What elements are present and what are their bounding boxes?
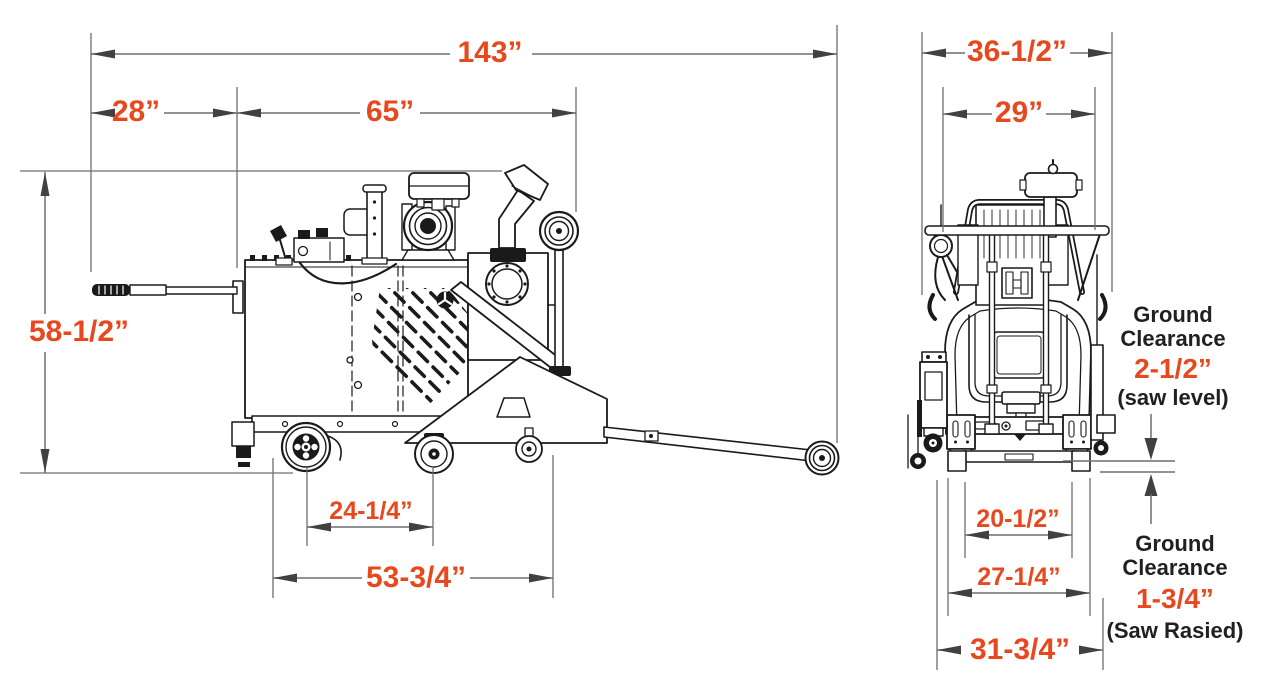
dim-handle-length-label: 28” [112,95,160,128]
dim-handle-width: 29” [943,96,1095,129]
extension-lines-side [20,25,838,598]
dim-base-width: 31-3/4” [937,633,1103,666]
dim-handle-length: 28” [91,95,237,128]
exhaust-pipe [490,164,549,262]
ground-clearance-saw-level-note-text: (saw level) [1117,385,1228,410]
air-cleaner [408,172,470,211]
ground-clearance-saw-raised-line1: Ground [1135,531,1214,556]
handlebar [92,280,244,314]
dim-overall-length-label: 143” [457,36,522,69]
ground-clearance-saw-level-line1: Ground [1133,302,1212,327]
arrow-down-icon [1144,414,1158,460]
dim-inner-track-width-label: 20-1/2” [976,505,1059,533]
ground-clearance-saw-level-note: Ground Clearance 2-1/2” (saw level) [1117,302,1228,410]
ground-clearance-saw-raised-note-text: (Saw Rasied) [1107,618,1244,643]
blade-guard [907,351,948,469]
ground-clearance-saw-level-line2: Clearance [1120,326,1225,351]
dim-handle-width-label: 29” [995,96,1043,129]
ground-clearance-saw-raised-value: 1-3/4” [1136,583,1214,614]
dim-base-width-label: 31-3/4” [970,633,1070,666]
dim-frame-length: 53-3/4” [273,561,553,594]
ground-clearance-saw-raised-note: Ground Clearance 1-3/4” (Saw Rasied) [1107,531,1244,643]
dim-overall-height-label: 58-1/2” [29,315,129,348]
dim-wheel-track-label: 24-1/4” [329,497,412,525]
ground-clearance-annotations: Ground Clearance 2-1/2” (saw level) Grou… [1063,302,1243,643]
rear-view-dimensions: 36-1/2” 29” 20-1/2” 27-1/4” 31-3/4” [921,32,1113,670]
rear-pointer-bar [603,426,821,463]
dim-frame-length-label: 53-3/4” [366,561,466,594]
dim-overall-width: 36-1/2” [922,35,1112,68]
dim-overall-width-label: 36-1/2” [967,35,1067,68]
dim-overall-height: 58-1/2” [29,172,129,473]
fan-knob-icon [436,291,454,309]
dim-inner-track-width: 20-1/2” [965,505,1072,540]
front-guide-wheel [538,210,580,252]
control-lever [270,225,293,266]
ground-clearance-saw-level-value: 2-1/2” [1134,353,1212,384]
side-view-drawing [92,164,840,476]
dim-body-length-label: 65” [366,95,414,128]
dim-wheel-track: 24-1/4” [307,497,433,532]
arrow-up-icon [1144,474,1158,524]
front-wheel [280,421,342,473]
side-view-dimensions: 143” 28” 65” 58-1/2” 24-1/4” 53-3/4” [20,25,838,598]
dim-outer-track-width: 27-1/4” [948,563,1090,598]
rear-guide-wheel [804,440,840,476]
dim-body-length: 65” [237,95,576,128]
mid-wheel [414,433,454,474]
rear-view-drawing [907,159,1116,472]
ground-clearance-saw-raised-line2: Clearance [1122,555,1227,580]
dim-overall-length: 143” [91,36,837,69]
dim-outer-track-width-label: 27-1/4” [977,563,1060,591]
